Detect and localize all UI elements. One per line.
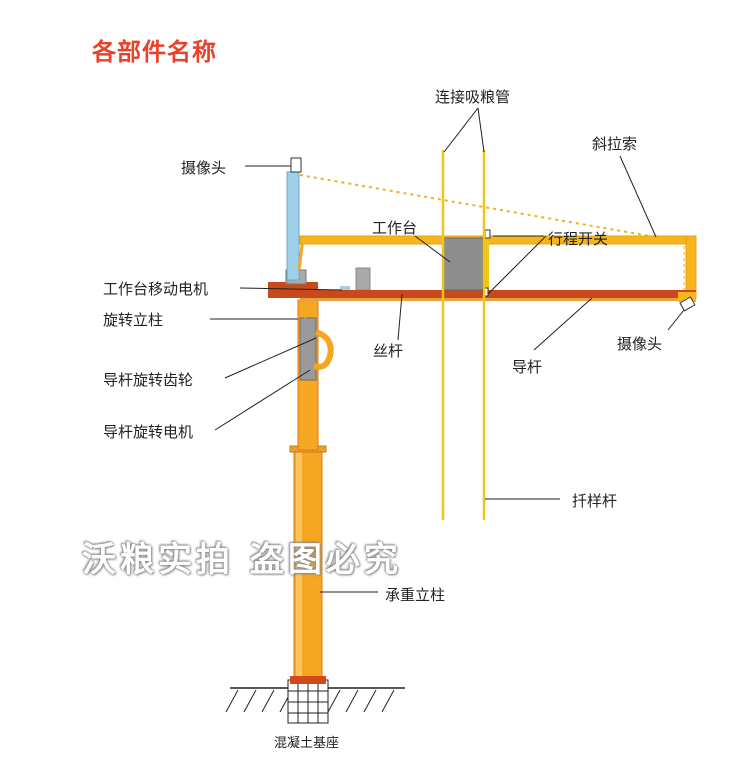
column-base-flange bbox=[290, 676, 326, 684]
label-camera-right: 摄像头 bbox=[617, 335, 663, 353]
label-rotating-column: 旋转立柱 bbox=[103, 311, 164, 329]
label-stay-cable: 斜拉索 bbox=[592, 135, 638, 153]
camera-top-icon bbox=[290, 157, 302, 173]
workbench-side bbox=[483, 238, 489, 290]
upper-frame-beam bbox=[299, 235, 695, 245]
camera-mast bbox=[286, 171, 300, 281]
page-title: 各部件名称 bbox=[92, 38, 217, 66]
leader-lines bbox=[210, 107, 685, 593]
travel-switch-icon bbox=[484, 229, 491, 239]
label-camera-top: 摄像头 bbox=[181, 159, 227, 177]
workbench-box bbox=[442, 237, 484, 291]
camera-right-icon bbox=[679, 296, 696, 312]
label-workbench: 工作台 bbox=[372, 219, 418, 237]
label-rod-gear: 导杆旋转齿轮 bbox=[103, 371, 194, 389]
workbench-motor bbox=[355, 267, 371, 291]
label-guide-rod: 导杆 bbox=[512, 358, 543, 376]
frame-end-post bbox=[685, 235, 697, 299]
label-connect-pipe: 连接吸粮管 bbox=[435, 88, 511, 106]
concrete-foundation bbox=[287, 679, 329, 724]
label-workbench-motor: 工作台移动电机 bbox=[103, 280, 209, 298]
watermark: 沃粮实拍 盗图必究 bbox=[82, 540, 402, 580]
rotation-gear bbox=[313, 329, 334, 370]
column-highlight bbox=[296, 452, 302, 680]
rod-end-cap bbox=[678, 292, 696, 302]
rotation-motor-housing bbox=[299, 317, 317, 381]
label-lead-screw: 丝杆 bbox=[373, 342, 404, 360]
dotted-view-line bbox=[299, 174, 691, 244]
guide-rod bbox=[300, 290, 696, 298]
label-sampling-rod: 扦样杆 bbox=[572, 492, 618, 510]
label-rod-motor: 导杆旋转电机 bbox=[103, 423, 194, 441]
label-travel-switch: 行程开关 bbox=[548, 230, 609, 248]
guide-rod-bottom bbox=[300, 298, 696, 301]
label-foundation: 混凝土基座 bbox=[274, 736, 340, 751]
label-bearing-column: 承重立柱 bbox=[385, 586, 446, 604]
